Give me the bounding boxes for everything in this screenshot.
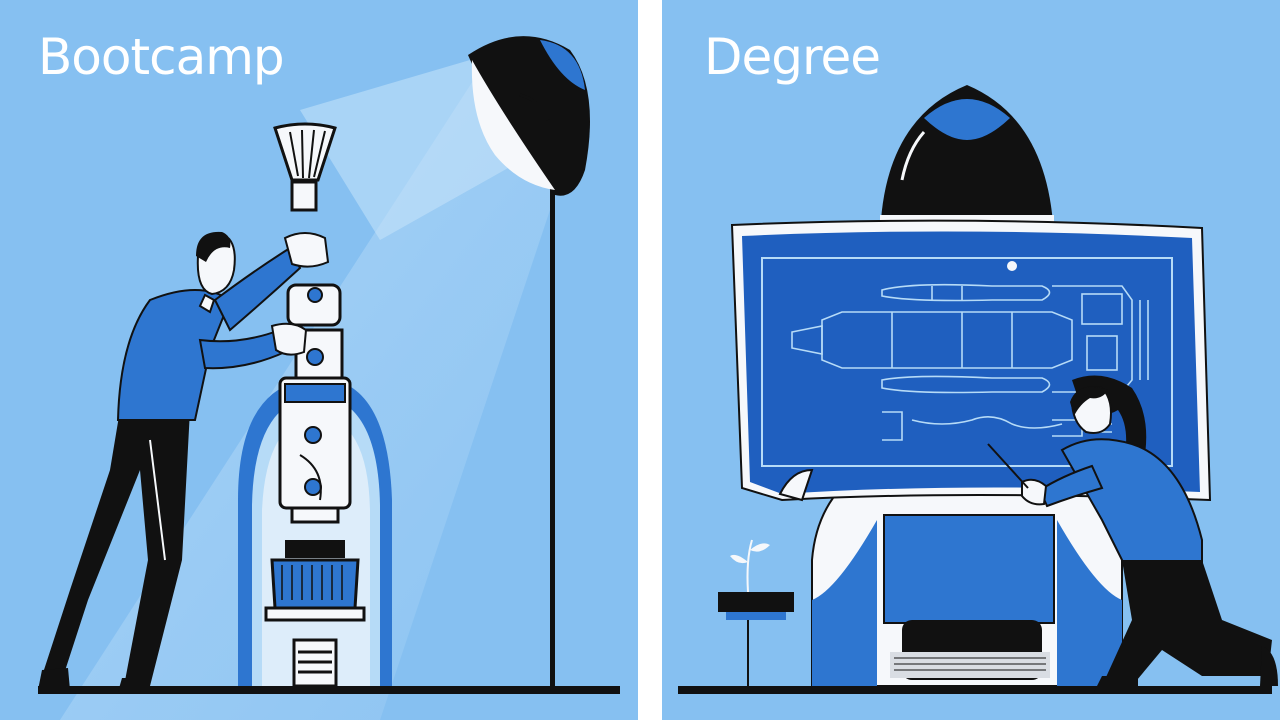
bootcamp-floor (38, 686, 620, 694)
degree-panel: Degree (662, 0, 1280, 720)
woman-engineer-figure (987, 375, 1278, 692)
degree-title: Degree (704, 28, 881, 86)
nozzle-part-icon (273, 122, 337, 212)
rocket-body-icon (811, 469, 1123, 687)
bootcamp-title: Bootcamp (38, 28, 285, 86)
degree-scene (662, 0, 1280, 720)
rocket-core-icon (264, 283, 366, 688)
bootcamp-panel: Bootcamp (0, 0, 638, 720)
plant-icon (718, 539, 794, 686)
degree-floor (678, 686, 1272, 694)
bootcamp-scene (0, 0, 638, 720)
floor-lamp-icon (468, 36, 590, 690)
man-assembling-figure (38, 231, 330, 692)
